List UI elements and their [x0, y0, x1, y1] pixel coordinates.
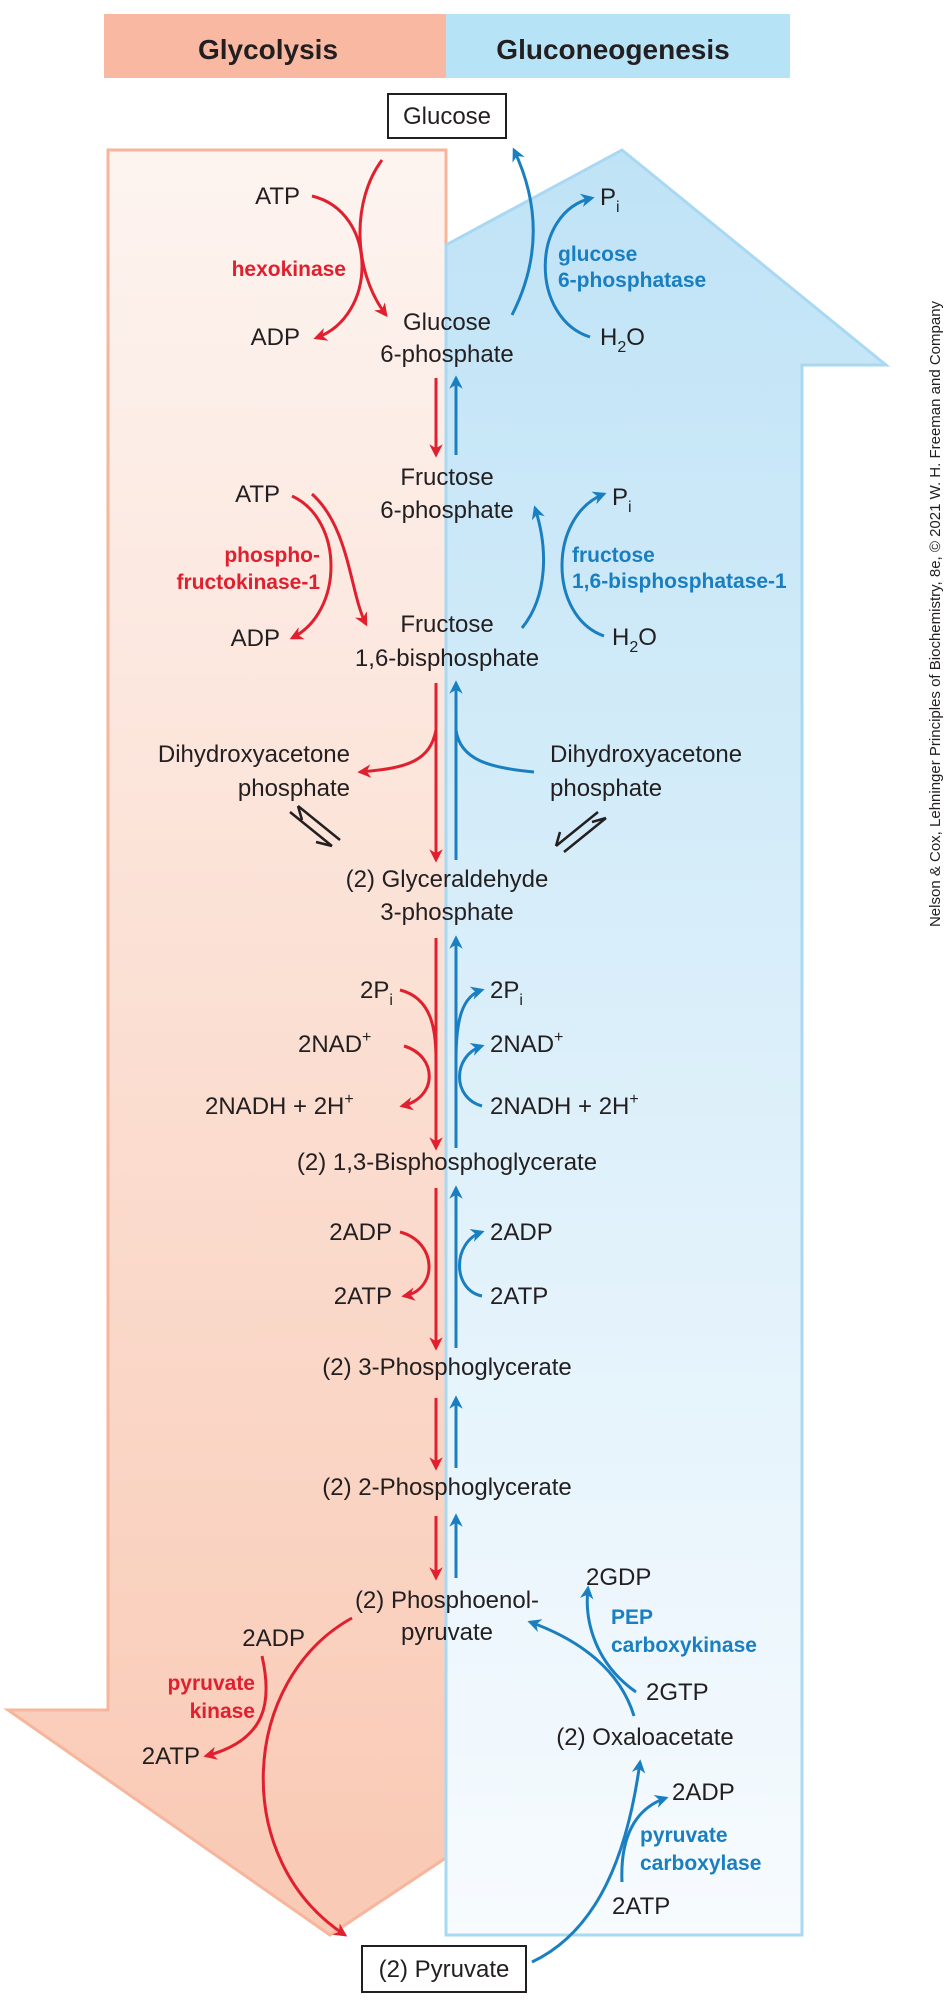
pepck-main-arrow [527, 1619, 636, 1717]
adp-hexokinase: ADP [251, 324, 300, 351]
atp-pgk-right: 2ATP [490, 1283, 548, 1310]
hexokinase-label: hexokinase [232, 258, 346, 281]
gapdh-red-nad-arrow [399, 1044, 431, 1111]
gtp-pepck: 2GTP [646, 1679, 709, 1706]
gapdh-blue-pi-arrow [454, 986, 485, 1061]
oaa-label: (2) Oxaloacetate [556, 1724, 733, 1751]
gluconeogenesis-header-bar [446, 14, 790, 78]
adp-pc: 2ADP [672, 1779, 735, 1806]
gdp-pepck: 2GDP [586, 1564, 651, 1591]
2pg-label: (2) 2-Phosphoglycerate [322, 1474, 571, 1501]
pc-cofactor-arrow [620, 1795, 669, 1883]
g6pase-label-line2: 6-phosphatase [558, 269, 706, 292]
g6p-label-line1: Glucose [403, 309, 491, 336]
glycolysis-header: Glycolysis [198, 34, 338, 65]
pk-cofactor-arrow [203, 1655, 268, 1760]
aldolase-dhap-blue-branch [454, 729, 535, 774]
adp-pfk: ADP [231, 625, 280, 652]
pc-label-line2: carboxylase [640, 1852, 761, 1875]
fbp-label-line1: Fructose [400, 611, 493, 638]
gapdh-blue-nad-arrow [458, 1043, 485, 1108]
pfk-label-line2: fructokinase-1 [176, 571, 320, 594]
h2o-g6pase: H2O [600, 324, 645, 356]
pfk-label-line1: phospho- [224, 544, 320, 567]
dhap-left-line1: Dihydroxyacetone [158, 741, 350, 768]
pyruvate-label: (2) Pyruvate [379, 1956, 510, 1983]
nad-gapdh-left: 2NAD+ [298, 1029, 371, 1058]
pgk-red-cofactor-arrow [399, 1230, 431, 1301]
pgk-blue-cofactor-arrow [458, 1229, 485, 1298]
pi-g6pase: Pi [600, 184, 620, 216]
credit-line: Nelson & Cox, Lehninger Principles of Bi… [927, 300, 944, 927]
adp-pgk-right: 2ADP [490, 1219, 553, 1246]
fbpase-main-arrow [520, 505, 546, 629]
atp-pfk: ATP [235, 481, 280, 508]
nad-gapdh-right: 2NAD+ [490, 1029, 563, 1058]
gap-label-line2: 3-phosphate [380, 899, 513, 926]
atp-pgk-left: 2ATP [334, 1283, 392, 1310]
glycolysis-header-bar [104, 14, 446, 78]
pfk-cofactor-arrow [289, 494, 333, 640]
pk-main-arrow [261, 1616, 353, 1937]
aldolase-dhap-red-branch [357, 729, 438, 778]
adp-pk: 2ADP [242, 1625, 305, 1652]
h2o-fbpase: H2O [612, 624, 657, 656]
nadh-gapdh-right: 2NADH + 2H+ [490, 1091, 639, 1120]
fbpase-label-line1: fructose [572, 544, 655, 567]
hexokinase-cofactor-arrow [311, 194, 364, 341]
f6p-label-line2: 6-phosphate [380, 497, 513, 524]
3pg-label: (2) 3-Phosphoglycerate [322, 1354, 571, 1381]
glucose-label: Glucose [403, 103, 491, 130]
pc-main-arrow [531, 1759, 646, 1964]
pepck-label-line2: carboxykinase [611, 1634, 757, 1657]
hexokinase-main-arrow [358, 159, 388, 318]
fbpase-label-line2: 1,6-bisphosphatase-1 [572, 570, 787, 593]
pep-label-line1: (2) Phosphoenol- [355, 1587, 539, 1614]
gluconeogenesis-header: Gluconeogenesis [496, 34, 729, 65]
atp-pk: 2ATP [142, 1743, 200, 1770]
pepck-label-line1: PEP [611, 1606, 653, 1629]
tpi-equilibrium-right [554, 811, 607, 853]
g6pase-cofactor-arrow [543, 193, 595, 339]
pi-gapdh-right: 2Pi [490, 977, 523, 1009]
pc-label-line1: pyruvate [640, 1824, 728, 1847]
tpi-equilibrium-left [289, 805, 341, 848]
f6p-label-line1: Fructose [400, 464, 493, 491]
dhap-right-line2: phosphate [550, 775, 662, 802]
bpg-label: (2) 1,3-Bisphosphoglycerate [297, 1149, 597, 1176]
fbpase-cofactor-arrow [560, 491, 607, 638]
fbp-label-line2: 1,6-bisphosphate [355, 645, 539, 672]
gap-label-line1: (2) Glyceraldehyde [346, 866, 549, 893]
g6pase-label-line1: glucose [558, 243, 637, 266]
pep-label-line2: pyruvate [401, 1619, 493, 1646]
pk-label-line2: kinase [190, 1700, 255, 1723]
pepck-cofactor-arrow [580, 1585, 637, 1694]
gapdh-red-pi-arrow [399, 988, 438, 1061]
atp-hexokinase: ATP [255, 183, 300, 210]
gluconeogenesis-arrow-shape [444, 148, 891, 1937]
adp-pgk-left: 2ADP [329, 1219, 392, 1246]
pfk-main-arrow [310, 492, 368, 627]
pyruvate-box [361, 1945, 527, 1993]
dhap-left-line2: phosphate [238, 775, 350, 802]
g6pase-main-arrow [510, 147, 535, 316]
nadh-gapdh-left: 2NADH + 2H+ [205, 1091, 354, 1120]
atp-pc: 2ATP [612, 1893, 670, 1920]
glucose-box [387, 93, 507, 139]
pi-gapdh-left: 2Pi [360, 977, 393, 1009]
pk-label-line1: pyruvate [167, 1672, 255, 1695]
g6p-label-line2: 6-phosphate [380, 341, 513, 368]
pi-fbpase: Pi [612, 484, 632, 516]
dhap-right-line1: Dihydroxyacetone [550, 741, 742, 768]
